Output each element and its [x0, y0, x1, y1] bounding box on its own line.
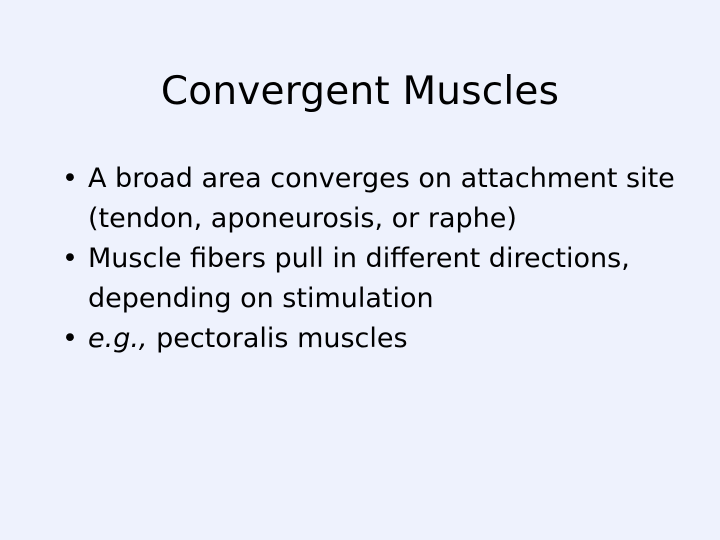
list-item-text: Muscle fibers pull in different directio… [88, 243, 630, 314]
bullet-list: • A broad area converges on attachment s… [54, 159, 694, 359]
bullet-dot-icon: • [62, 243, 78, 274]
list-item-text: e.g., pectoralis muscles [88, 319, 694, 359]
list-item-text-emphasis: e.g., [88, 323, 148, 354]
list-item-text: A broad area converges on attachment sit… [88, 163, 675, 234]
page-title: Convergent Muscles [160, 69, 560, 114]
bullet-dot-icon: • [62, 323, 78, 354]
slide-body: • A broad area converges on attachment s… [54, 159, 694, 359]
list-item: • A broad area converges on attachment s… [54, 159, 694, 239]
list-item-text-rest: pectoralis muscles [147, 323, 408, 354]
bullet-dot-icon: • [62, 163, 78, 194]
list-item: • e.g., pectoralis muscles [54, 319, 694, 359]
list-item: • Muscle fibers pull in different direct… [54, 239, 694, 319]
